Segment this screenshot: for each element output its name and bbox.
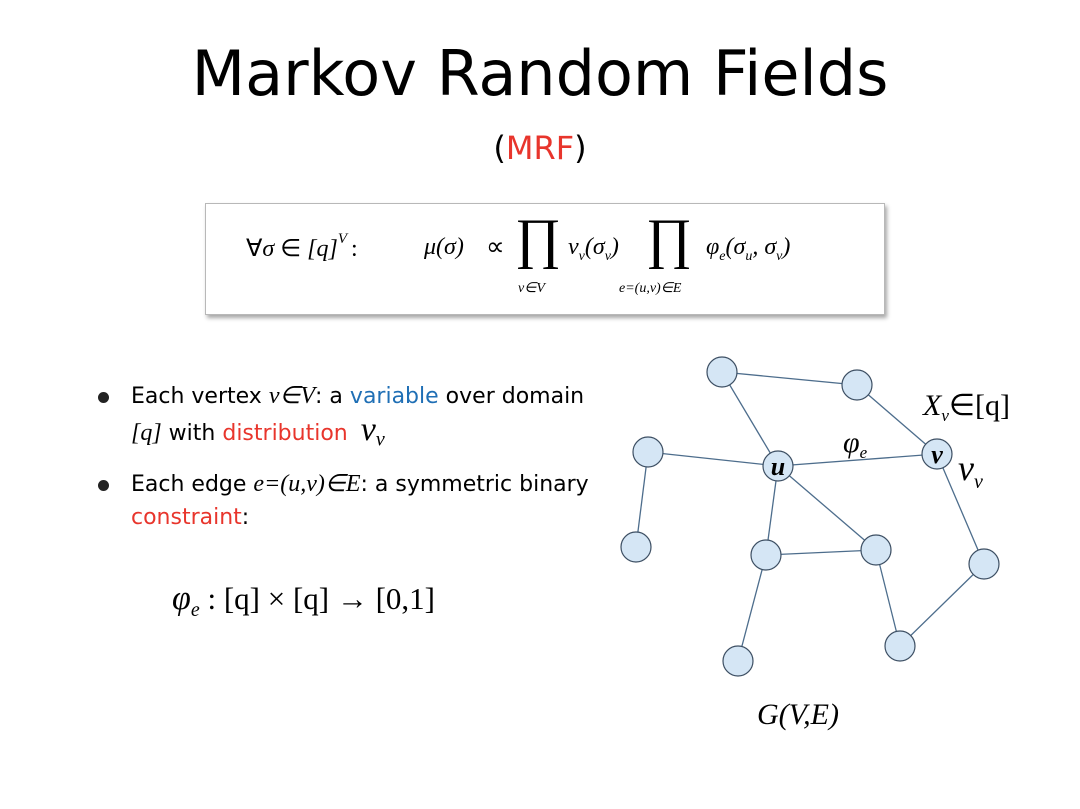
formula-quantifier: ∀σ ∈ [q]V: — [246, 231, 358, 263]
product-symbol-2: ∏ — [646, 208, 693, 270]
graph-edge — [777, 465, 877, 551]
nu-symbol: ν — [360, 411, 376, 448]
nu-symbol: ν — [568, 234, 579, 260]
nu-arg: (σ — [584, 234, 605, 260]
node-v-distribution: νv — [958, 448, 983, 493]
graph-edge — [721, 371, 779, 467]
q-set: [q] — [307, 236, 338, 262]
node-label-v: v — [931, 440, 943, 469]
nu-symbol: ν — [958, 448, 974, 488]
phi-arg-u: u — [745, 248, 753, 264]
sigma-symbol: σ — [262, 236, 275, 262]
product-symbol-1: ∏ — [515, 208, 562, 270]
graph-edge — [899, 563, 985, 647]
formula-mu: μ(σ) — [424, 234, 464, 260]
formula-phi-term: φe(σu, σv) — [706, 234, 790, 265]
x-domain: ∈[q] — [949, 389, 1010, 422]
phi-sub: e — [719, 248, 726, 264]
x-symbol: X — [922, 389, 943, 422]
nu-sub: v — [974, 471, 983, 493]
formula-nu-term: νv(σv) — [568, 234, 619, 265]
nu-arg-sub: v — [604, 248, 611, 264]
nu-sub: v — [578, 248, 585, 264]
phi-symbol: φ — [172, 580, 191, 617]
subtitle-paren-close: ) — [574, 129, 587, 167]
forall-symbol: ∀ — [246, 236, 263, 262]
bullet-text: : a symmetric binary — [360, 472, 589, 498]
node-v-domain: Xv∈[q] — [922, 389, 1010, 425]
mrf-formula-box: ∀σ ∈ [q]V: μ(σ) ∝ ∏ v∈V νv(σv) ∏ e=(u,v)… — [205, 203, 885, 315]
phi-arg-mid: , σ — [752, 234, 777, 260]
in-symbol: ∈ — [280, 236, 302, 262]
sup-V: V — [337, 231, 348, 247]
highlight-variable: variable — [349, 384, 439, 409]
graph-node — [706, 356, 738, 388]
slide-title: Markov Random Fields — [191, 37, 889, 110]
graph-edge — [777, 453, 938, 467]
formula-propto: ∝ — [486, 232, 505, 261]
graph-node — [841, 369, 873, 401]
nu-arg-close: ) — [610, 234, 619, 260]
constraint-mapping: : [q] × [q] → [0,1] — [199, 581, 435, 616]
colon: : — [351, 236, 358, 262]
graph-node — [884, 630, 916, 662]
bullet-text: : — [241, 505, 250, 531]
node-label-u: u — [771, 452, 785, 481]
phi-arg: (σ — [725, 234, 746, 260]
graph-edge — [875, 549, 901, 647]
constraint-formula: φe : [q] × [q] → [0,1] — [172, 580, 435, 622]
graph-node — [750, 539, 782, 571]
phi-symbol: φ — [843, 426, 860, 459]
graph-node — [632, 436, 664, 468]
phi-symbol: φ — [706, 234, 720, 260]
graph-edge — [737, 554, 767, 662]
graph-nodes — [620, 356, 1000, 677]
bullet-math: v∈V — [268, 383, 316, 409]
subtitle-abbreviation: MRF — [505, 129, 575, 167]
bullet-text: over domain — [438, 384, 585, 409]
bullet-dot — [98, 392, 109, 403]
bullet-text: with — [161, 421, 223, 446]
bullet-text: Each vertex — [131, 384, 269, 409]
graph-edge — [647, 451, 779, 467]
edge-label-phi: φe — [843, 426, 868, 462]
graph-edge — [936, 453, 985, 565]
bullet-list: Each vertex v∈V: a variable over domain … — [95, 380, 615, 546]
subtitle-paren-open: ( — [493, 129, 506, 167]
graph-node — [722, 645, 754, 677]
phi-sub: e — [860, 443, 868, 462]
graph-node — [620, 531, 652, 563]
highlight-distribution: distribution — [222, 421, 348, 446]
bullet-math: e=(u,v)∈E — [253, 471, 361, 498]
highlight-constraint: constraint — [131, 505, 242, 531]
graph-name-label: G(V,E) — [757, 698, 839, 731]
graph-node-u — [762, 450, 794, 482]
product-1-index: v∈V — [518, 281, 545, 296]
graph-node — [968, 548, 1000, 580]
graph-node-v — [921, 438, 953, 470]
bullet-text: Each edge — [131, 472, 254, 498]
graph-edge — [635, 451, 649, 548]
nu-sub: v — [375, 428, 385, 451]
phi-arg-close: ) — [782, 234, 791, 260]
bullet-vertex: Each vertex v∈V: a variable over domain … — [95, 380, 615, 456]
graph-edges — [635, 371, 985, 662]
bullet-edge: Each edge e=(u,v)∈E: a symmetric binary … — [95, 468, 615, 534]
graph-edge — [856, 384, 938, 455]
graph-edge — [765, 549, 877, 556]
graph-node — [860, 534, 892, 566]
graph-edge — [721, 371, 858, 386]
graph-labels: u v φe Xv∈[q] νv G(V,E) — [757, 389, 1010, 731]
product-2-index: e=(u,v)∈E — [619, 281, 682, 296]
bullet-math: [q] — [131, 420, 162, 446]
phi-arg-v: v — [776, 248, 783, 264]
phi-sub: e — [190, 599, 200, 622]
bullet-dot — [98, 480, 109, 492]
x-sub: v — [941, 406, 949, 425]
slide-subtitle: (MRF) — [0, 128, 1080, 168]
bullet-text: : a — [315, 384, 350, 409]
